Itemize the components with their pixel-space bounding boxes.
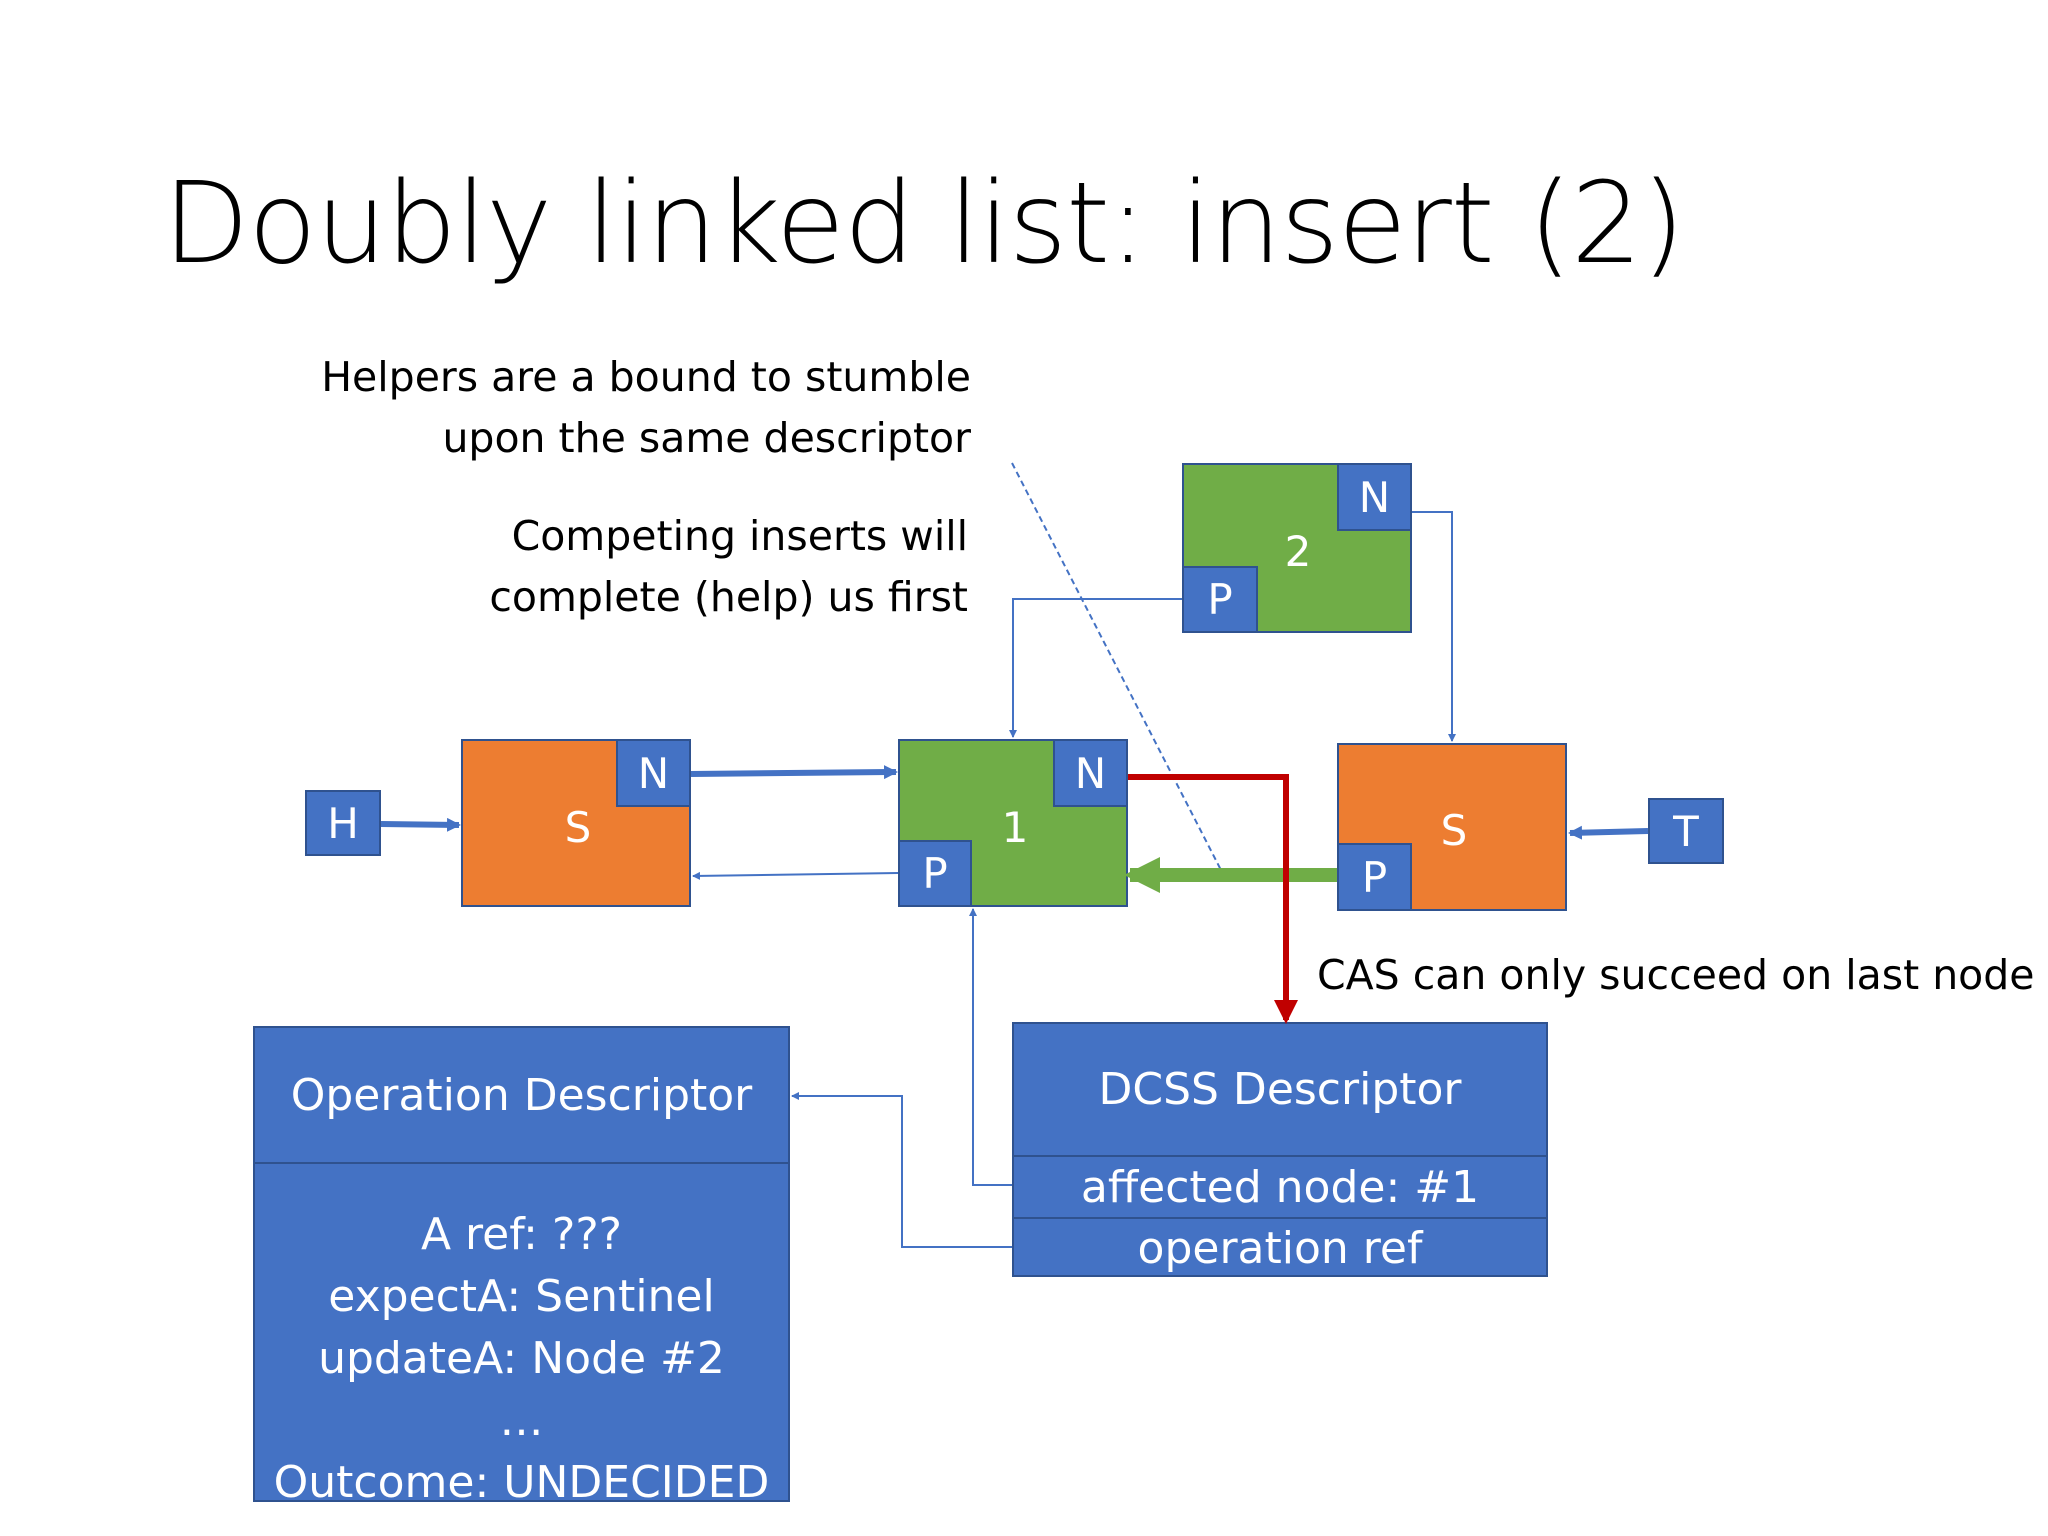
operation-field: expectA: Sentinel [328, 1271, 715, 1322]
dcss-descriptor-divider-2 [1014, 1217, 1546, 1219]
sentinel-left-next-label: N [637, 748, 670, 798]
node-1-next-field: N [1053, 739, 1128, 807]
arrow-tail-to-sentinel [1568, 825, 1649, 840]
node-2-prev-label: P [1207, 575, 1233, 624]
node-1-prev-field: P [898, 840, 972, 907]
operation-descriptor: Operation Descriptor A ref: ??? expectA:… [253, 1026, 790, 1508]
note-competing: Competing inserts will complete (help) u… [489, 506, 968, 628]
note-competing-line-1: Competing inserts will [511, 512, 968, 560]
sentinel-right-prev-field: P [1337, 843, 1412, 911]
note-competing-line-2: complete (help) us first [489, 573, 968, 621]
sentinel-left-label: S [564, 803, 592, 852]
node-2-next-field: N [1337, 463, 1412, 531]
tail-pointer: T [1648, 798, 1724, 864]
tail-pointer-label: T [1673, 806, 1699, 856]
operation-descriptor-fields: A ref: ??? expectA: Sentinel updateA: No… [255, 1204, 788, 1514]
dcss-descriptor-divider-1 [1014, 1155, 1546, 1157]
head-pointer-label: H [327, 798, 359, 848]
node-2-label: 2 [1284, 527, 1312, 576]
node-2-prev-field: P [1182, 566, 1258, 633]
sentinel-right-prev-label: P [1361, 852, 1388, 902]
operation-field: Outcome: UNDECIDED [273, 1457, 770, 1508]
sentinel-left-next-field: N [616, 739, 691, 807]
arrow-sentinel-next-to-node-1 [690, 765, 898, 780]
head-pointer: H [305, 790, 381, 856]
node-1-next-label: N [1074, 748, 1107, 798]
sentinel-right-label: S [1440, 806, 1468, 855]
arrow-head-to-sentinel [380, 817, 461, 832]
operation-field: A ref: ??? [420, 1209, 623, 1260]
dcss-field-affected-node: affected node: #1 [1080, 1161, 1480, 1213]
arrow-node-2-next-to-sentinel [1412, 511, 1456, 742]
operation-descriptor-title: Operation Descriptor [290, 1069, 753, 1121]
arrow-dcss-opref-to-operation [791, 1092, 1012, 1248]
node-1-prev-label: P [922, 849, 948, 898]
slide-title: Doubly linked list: insert (2) [163, 159, 1685, 289]
arrow-node-2-prev-to-node-1 [1009, 598, 1182, 738]
dashed-helper-line [1011, 462, 1224, 875]
note-helpers: Helpers are a bound to stumble upon the … [321, 347, 971, 469]
arrow-node-1-prev-to-sentinel [692, 871, 899, 880]
dcss-field-operation-ref: operation ref [1137, 1222, 1423, 1274]
note-helpers-line-1: Helpers are a bound to stumble [321, 353, 971, 401]
note-helpers-line-2: upon the same descriptor [442, 414, 971, 462]
arrow-dcss-affected-to-node-1 [969, 908, 1012, 1186]
dcss-descriptor-title: DCSS Descriptor [1098, 1064, 1462, 1115]
node-2-next-label: N [1358, 472, 1391, 522]
operation-field: … [499, 1395, 544, 1446]
note-cas: CAS can only succeed on last node [1317, 951, 2035, 999]
node-1-label: 1 [1001, 803, 1029, 852]
operation-field: updateA: Node #2 [318, 1333, 725, 1384]
arrow-node-1-next-to-dcss [1128, 774, 1298, 1024]
operation-descriptor-divider [255, 1162, 788, 1164]
dcss-descriptor: DCSS Descriptor affected node: #1 operat… [1012, 1022, 1548, 1277]
